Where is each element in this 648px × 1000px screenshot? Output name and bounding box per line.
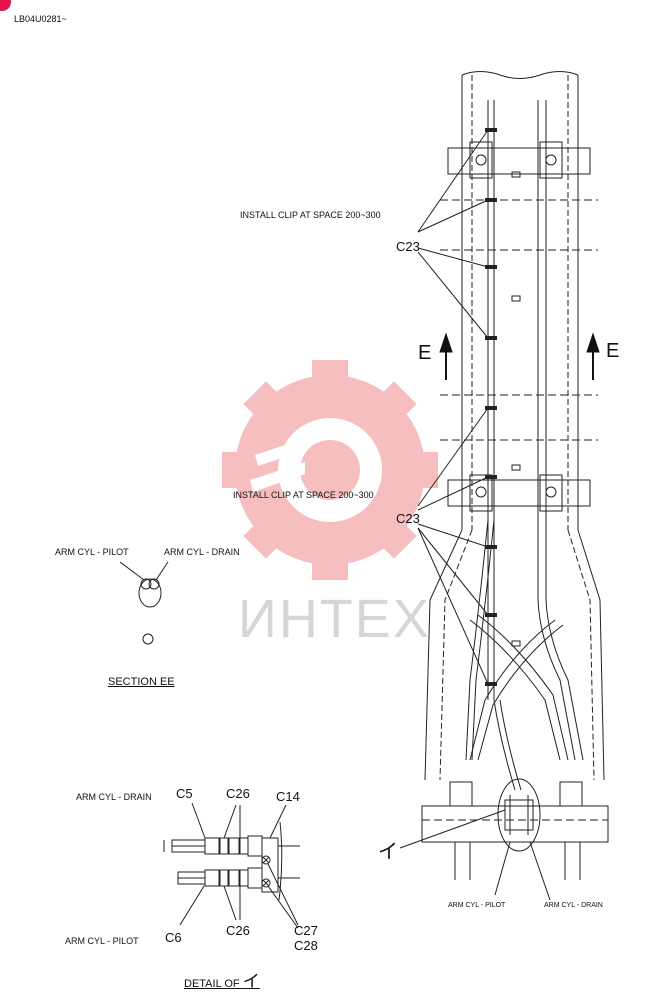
section-ee-view — [119, 561, 169, 645]
leader-lines — [399, 129, 551, 901]
c14-label: C14 — [276, 789, 300, 804]
section-arrow-left-icon — [439, 332, 453, 380]
watermark-gear-icon — [222, 360, 438, 580]
detail-view — [163, 802, 300, 929]
c5-label: C5 — [176, 786, 193, 801]
section-e-right-label: E — [606, 340, 620, 362]
detail-of-marker: イ — [242, 972, 260, 991]
detail-drain-label: ARM CYL - DRAIN — [76, 792, 152, 802]
c23-label-bottom: C23 — [396, 511, 420, 526]
detail-of-title: DETAIL OF イ — [184, 973, 260, 990]
section-ee-title: SECTION EE — [108, 676, 175, 688]
main-drain-small-label: ARM CYL - DRAIN — [544, 902, 603, 909]
section-ee-drain-label: ARM CYL - DRAIN — [164, 547, 240, 557]
c6-label: C6 — [165, 930, 182, 945]
detail-of-text: DETAIL OF — [184, 978, 240, 990]
document-code: LB04U0281~ — [14, 14, 67, 24]
install-clip-note-bottom: INSTALL CLIP AT SPACE 200~300 — [233, 490, 374, 500]
detail-pilot-label: ARM CYL - PILOT — [65, 936, 139, 946]
watermark-text: ИНТЕХ — [238, 589, 431, 649]
section-e-left-label: E — [418, 342, 432, 364]
c28-label: C28 — [294, 938, 318, 953]
section-ee-pilot-label: ARM CYL - PILOT — [55, 547, 129, 557]
c26-bottom-label: C26 — [226, 923, 250, 938]
arm-structure — [421, 71, 609, 880]
c27-label: C27 — [294, 923, 318, 938]
section-arrow-right-icon — [586, 332, 600, 380]
install-clip-note-top: INSTALL CLIP AT SPACE 200~300 — [240, 210, 381, 220]
detail-marker-main: イ — [378, 841, 398, 863]
c26-top-label: C26 — [226, 786, 250, 801]
corner-mark — [0, 0, 11, 11]
c23-label-top: C23 — [396, 239, 420, 254]
main-pilot-small-label: ARM CYL - PILOT — [448, 902, 506, 909]
